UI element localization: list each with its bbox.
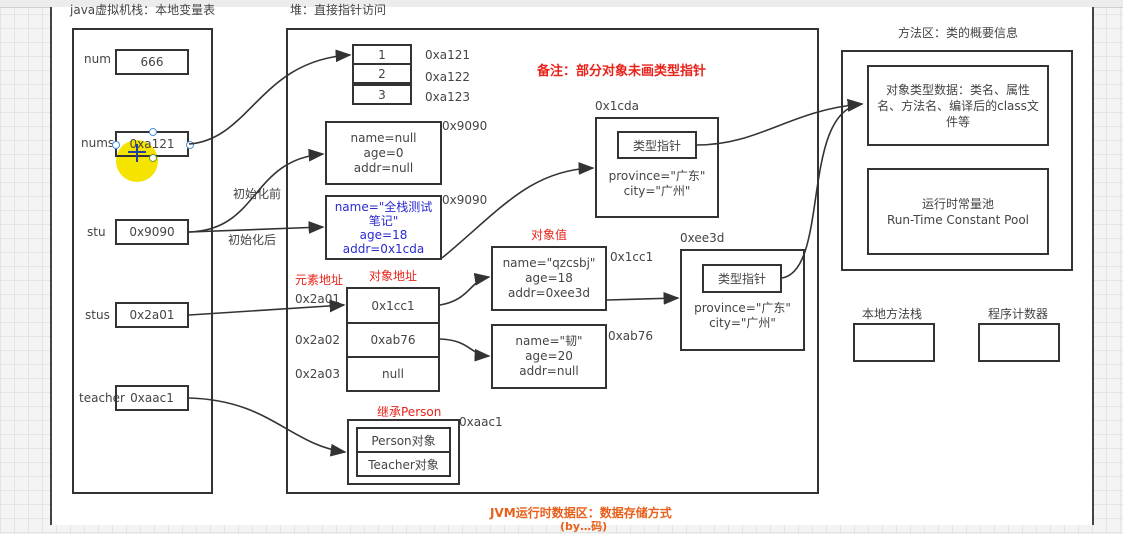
int-array-cell[interactable]: 3 xyxy=(352,84,412,105)
selection-handle[interactable] xyxy=(149,154,157,162)
object-address: 0xee3d xyxy=(680,231,725,245)
field-line: addr=0x1cda xyxy=(342,241,425,256)
footer-caption: JVM运行时数据区：数据存储方式 xyxy=(490,506,672,520)
field-line: 笔记" xyxy=(368,213,399,228)
stack-panel[interactable] xyxy=(72,28,213,494)
field-line: addr=null xyxy=(353,160,414,175)
teacher-object[interactable]: Person对象 Teacher对象 xyxy=(347,419,460,485)
var-label-nums: nums xyxy=(81,136,115,150)
crosshair-icon xyxy=(136,144,138,162)
var-label-stu: stu xyxy=(87,225,106,239)
selection-handle[interactable] xyxy=(186,141,194,149)
init-before-label: 初始化前 xyxy=(233,187,282,201)
selection-handle[interactable] xyxy=(149,128,157,136)
var-value-stu[interactable]: 0x9090 xyxy=(115,219,189,245)
element-address: 0x2a01 xyxy=(295,292,340,306)
student-object-1[interactable]: name="qzcsbj" age=18 addr=0xee3d xyxy=(491,246,607,311)
stack-title: java虚拟机栈：本地变量表 xyxy=(70,3,216,17)
field-line: name=null xyxy=(350,130,417,145)
object-address: 0x9090 xyxy=(442,119,488,133)
var-label-num: num xyxy=(84,52,111,66)
student-object-2[interactable]: name="韧" age=20 addr=null xyxy=(491,324,607,389)
object-address: 0xab76 xyxy=(608,329,653,343)
field-line: addr=0xee3d xyxy=(508,286,590,300)
field-line: age=18 xyxy=(525,271,573,285)
field-line: addr=null xyxy=(519,364,579,378)
field-line: city="广州" xyxy=(623,184,691,198)
constant-pool-cn: 运行时常量池 xyxy=(921,196,994,211)
object-value-label: 对象值 xyxy=(531,228,568,242)
var-value-num[interactable]: 666 xyxy=(115,49,189,75)
var-label-teacher: teacher xyxy=(79,391,125,405)
address-object-1[interactable]: 类型指针 province="广东" city="广州" xyxy=(595,117,719,218)
teacher-part[interactable]: Teacher对象 xyxy=(356,451,451,477)
field-line: city="广州" xyxy=(709,316,776,330)
type-pointer-box[interactable]: 类型指针 xyxy=(702,264,782,293)
selection-handle[interactable] xyxy=(112,141,120,149)
int-array-address: 0xa121 xyxy=(425,48,470,62)
int-array-cell[interactable]: 1 xyxy=(352,44,412,65)
field-line: age=0 xyxy=(363,145,404,160)
int-array-address: 0xa123 xyxy=(425,90,470,104)
field-line: age=20 xyxy=(525,349,573,363)
field-line: name="全栈测试 xyxy=(334,199,433,214)
method-area-panel[interactable]: 对象类型数据：类名、属性名、方法名、编译后的class文件等 运行时常量池 Ru… xyxy=(841,50,1073,271)
heap-title: 堆：直接指针访问 xyxy=(290,3,387,17)
element-address: 0x2a02 xyxy=(295,333,340,347)
int-array-address: 0xa122 xyxy=(425,70,470,84)
program-counter-label: 程序计数器 xyxy=(988,307,1049,321)
var-label-stus: stus xyxy=(85,308,110,322)
method-area-title: 方法区：类的概要信息 xyxy=(898,26,1019,40)
note-text: 备注：部分对象未画类型指针 xyxy=(537,64,707,79)
int-array-cell[interactable]: 2 xyxy=(352,63,412,84)
field-line: name="qzcsbj" xyxy=(502,256,596,270)
student-array-cell[interactable]: 0x1cc1 xyxy=(346,287,440,324)
native-stack-label: 本地方法栈 xyxy=(862,307,923,321)
var-value-stus[interactable]: 0x2a01 xyxy=(115,302,189,328)
object-address: 0x9090 xyxy=(442,193,488,207)
footer-caption-sub: (by…码) xyxy=(560,520,608,533)
object-address: 0x1cc1 xyxy=(610,250,654,264)
init-after-label: 初始化后 xyxy=(228,233,277,247)
student-object-before-init[interactable]: name=null age=0 addr=null xyxy=(325,121,442,185)
field-line: age=18 xyxy=(359,227,408,242)
constant-pool-box[interactable]: 运行时常量池 Run-Time Constant Pool xyxy=(867,168,1049,255)
person-part[interactable]: Person对象 xyxy=(356,427,451,453)
field-line: province="广东" xyxy=(608,169,706,183)
program-counter-box[interactable] xyxy=(978,323,1060,362)
field-line: name="韧" xyxy=(515,334,583,348)
student-array-cell[interactable]: 0xab76 xyxy=(346,322,440,358)
element-address: 0x2a03 xyxy=(295,367,340,381)
object-address: 0x1cda xyxy=(595,99,639,113)
address-object-2[interactable]: 类型指针 province="广东" city="广州" xyxy=(680,249,805,351)
native-stack-box[interactable] xyxy=(853,323,935,362)
student-array-cell[interactable]: null xyxy=(346,356,440,392)
element-address-label: 元素地址 xyxy=(295,273,344,287)
object-address-label: 对象地址 xyxy=(369,269,418,283)
class-type-data-box[interactable]: 对象类型数据：类名、属性名、方法名、编译后的class文件等 xyxy=(867,65,1049,146)
student-object-after-init[interactable]: name="全栈测试 笔记" age=18 addr=0x1cda xyxy=(325,195,442,260)
constant-pool-en: Run-Time Constant Pool xyxy=(886,212,1029,227)
type-pointer-box[interactable]: 类型指针 xyxy=(617,131,697,159)
object-address: 0xaac1 xyxy=(459,415,503,429)
inheritance-label: 继承Person xyxy=(377,405,442,419)
var-value-teacher[interactable]: 0xaac1 xyxy=(115,385,189,411)
field-line: province="广东" xyxy=(694,301,791,315)
